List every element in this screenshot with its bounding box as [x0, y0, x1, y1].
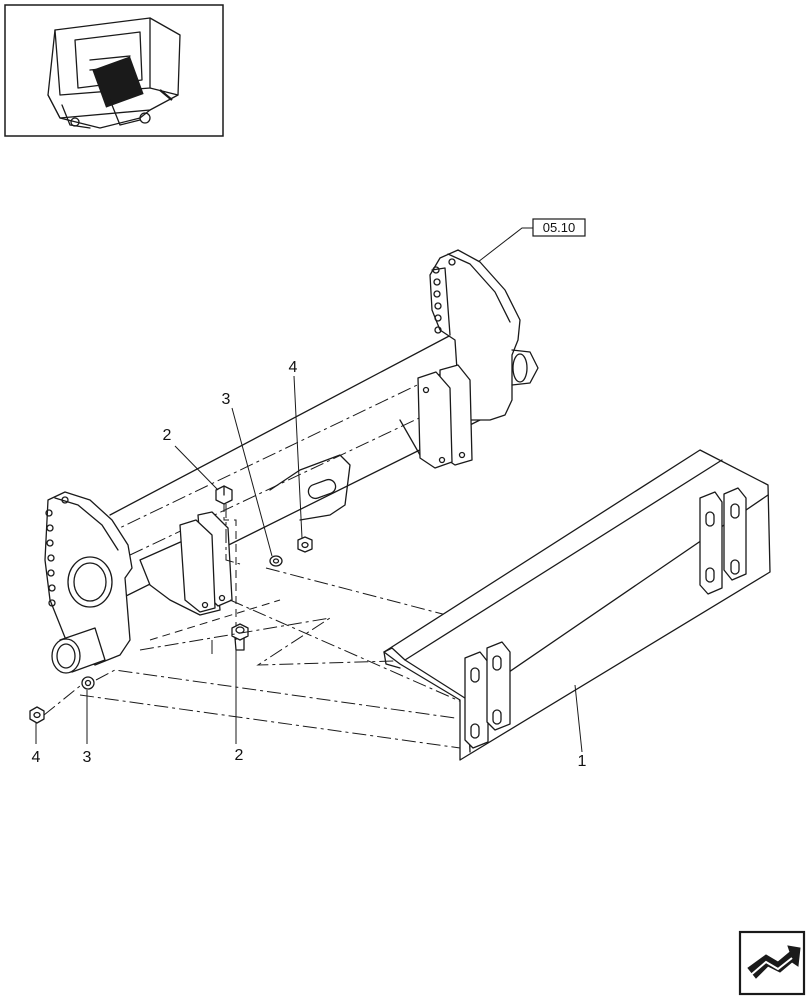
reference-label: 05.10 [543, 220, 576, 235]
callout-part-1[interactable]: 1 [578, 753, 587, 770]
callout-part-2-upper[interactable]: 2 [163, 427, 172, 444]
right-end-bracket [417, 249, 539, 469]
bracket-holes-left [45, 496, 69, 607]
upper-bolt[interactable] [215, 485, 237, 640]
callout-part-2-lower[interactable]: 2 [235, 747, 244, 764]
baler-assembly-thumbnail [47, 17, 181, 129]
lower-bolt[interactable] [231, 623, 249, 651]
left-end-bracket [44, 491, 233, 674]
callout-part-3-upper[interactable]: 3 [222, 391, 231, 408]
callout-part-4-upper[interactable]: 4 [289, 359, 298, 376]
bracket-holes-right [432, 258, 456, 334]
upper-nut[interactable] [297, 536, 313, 553]
callout-part-4-lower[interactable]: 4 [32, 749, 41, 766]
axle-cover-shield[interactable] [383, 449, 771, 761]
next-page-arrow-icon[interactable] [738, 930, 806, 996]
lower-washer[interactable] [81, 676, 95, 690]
callout-leaders [35, 375, 583, 753]
thumbnail-panel[interactable] [4, 4, 224, 137]
callout-part-3-lower[interactable]: 3 [83, 749, 92, 766]
upper-washer[interactable] [269, 555, 283, 567]
reference-tag[interactable]: 05.10 [477, 218, 586, 263]
lower-nut[interactable] [29, 706, 45, 724]
